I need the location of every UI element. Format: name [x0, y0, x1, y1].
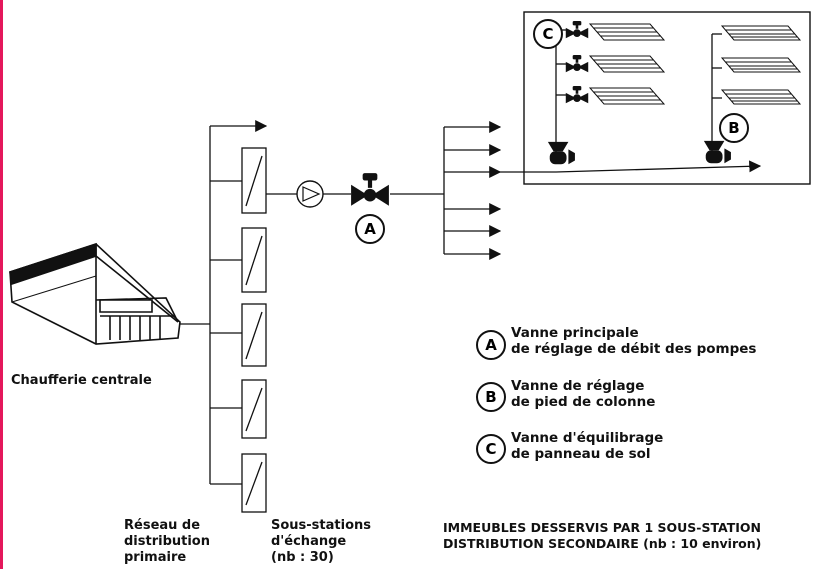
- legend-a-text: Vanne principale de réglage de débit des…: [511, 325, 756, 357]
- sous-stations-line: d'échange: [271, 534, 347, 549]
- reseau-line: Réseau de: [124, 518, 201, 533]
- legend-line: Vanne de réglage: [511, 378, 645, 394]
- legend-c-circle: C: [476, 434, 506, 464]
- floor-panels: [588, 23, 802, 105]
- legend-line: de pied de colonne: [511, 394, 656, 410]
- sous-stations-line: (nb : 30): [271, 550, 334, 565]
- immeubles-label: IMMEUBLES DESSERVIS PAR 1 SOUS-STATION D…: [443, 520, 761, 552]
- legend-line: de panneau de sol: [511, 446, 651, 462]
- primary-network: [180, 120, 297, 485]
- left-accent-border: [0, 0, 3, 569]
- legend-b-text: Vanne de réglage de pied de colonne: [511, 378, 655, 410]
- sous-stations-label: Sous-stations d'échange (nb : 30): [271, 518, 371, 566]
- column-valve: [703, 140, 731, 164]
- balancing-valve: [565, 21, 589, 39]
- immeubles-line: DISTRIBUTION SECONDAIRE (nb : 10 environ…: [443, 536, 762, 551]
- immeuble-box: [523, 11, 811, 185]
- valve-a-symbol: [351, 173, 389, 206]
- reseau-line: primaire: [124, 550, 187, 565]
- chaufferie-label: Chaufferie centrale: [11, 373, 152, 388]
- marker-a: A: [355, 214, 385, 244]
- sous-stations-line: Sous-stations: [271, 518, 372, 533]
- marker-b: B: [719, 113, 749, 143]
- balancing-valve: [565, 86, 589, 104]
- sous-stations-column: [241, 147, 267, 513]
- reseau-label: Réseau de distribution primaire: [124, 518, 210, 566]
- column-valve: [547, 141, 575, 165]
- pump-symbol: [296, 180, 324, 208]
- immeubles-line: IMMEUBLES DESSERVIS PAR 1 SOUS-STATION: [443, 520, 762, 535]
- legend-a-circle: A: [476, 330, 506, 360]
- legend-line: Vanne principale: [511, 325, 639, 341]
- marker-c: C: [533, 19, 563, 49]
- legend-c-text: Vanne d'équilibrage de panneau de sol: [511, 430, 663, 462]
- chaufferie-building: [9, 242, 181, 345]
- secondary-distribution: [443, 121, 556, 260]
- legend-b-circle: B: [476, 382, 506, 412]
- reseau-line: distribution: [124, 534, 210, 549]
- legend-line: Vanne d'équilibrage: [511, 430, 664, 446]
- balancing-valve: [565, 55, 589, 73]
- legend-line: de réglage de débit des pompes: [511, 341, 757, 357]
